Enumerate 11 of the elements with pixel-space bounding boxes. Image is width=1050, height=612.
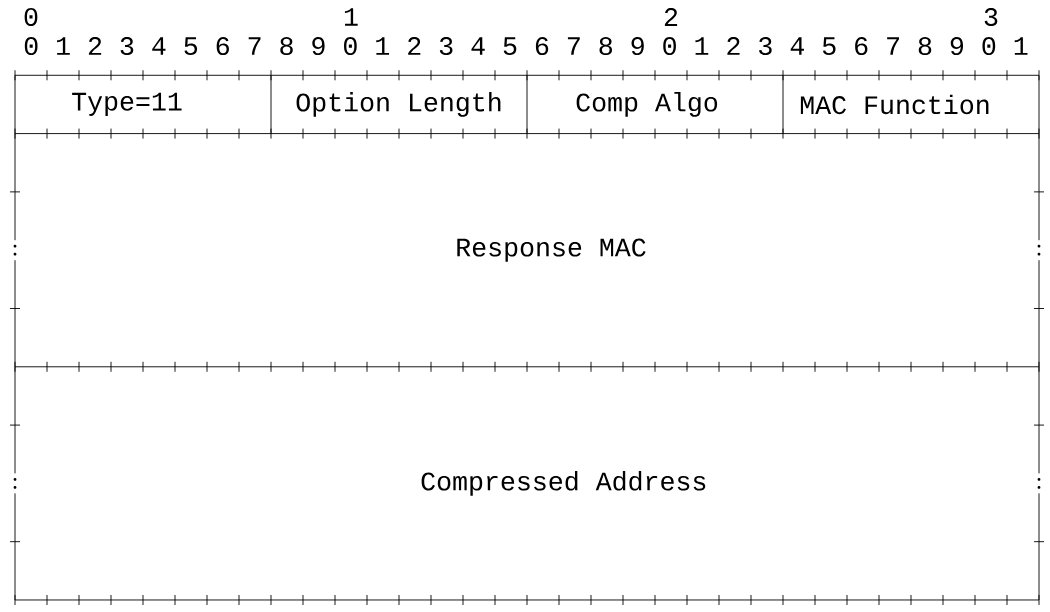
bit-number: 2 bbox=[664, 8, 678, 26]
bit-number: 1 bbox=[344, 8, 358, 26]
field-label: Response MAC bbox=[457, 238, 646, 262]
field-label: Type=11 bbox=[72, 92, 182, 116]
bit-ruler: 0 1 2 3 4 5 6 7 8 9 0 1 2 3 4 5 6 7 8 9 0 1 2 3 4 5 6 7 8 9 0 1 bbox=[24, 37, 1028, 56]
field-label: Option Length bbox=[296, 92, 501, 117]
field-label: Comp Algo bbox=[576, 92, 718, 117]
bit-number: 0 bbox=[24, 7, 38, 26]
bit-number: 3 bbox=[984, 7, 998, 26]
field-label: MAC Function bbox=[800, 94, 989, 115]
field-label: Compressed Address bbox=[421, 471, 706, 496]
